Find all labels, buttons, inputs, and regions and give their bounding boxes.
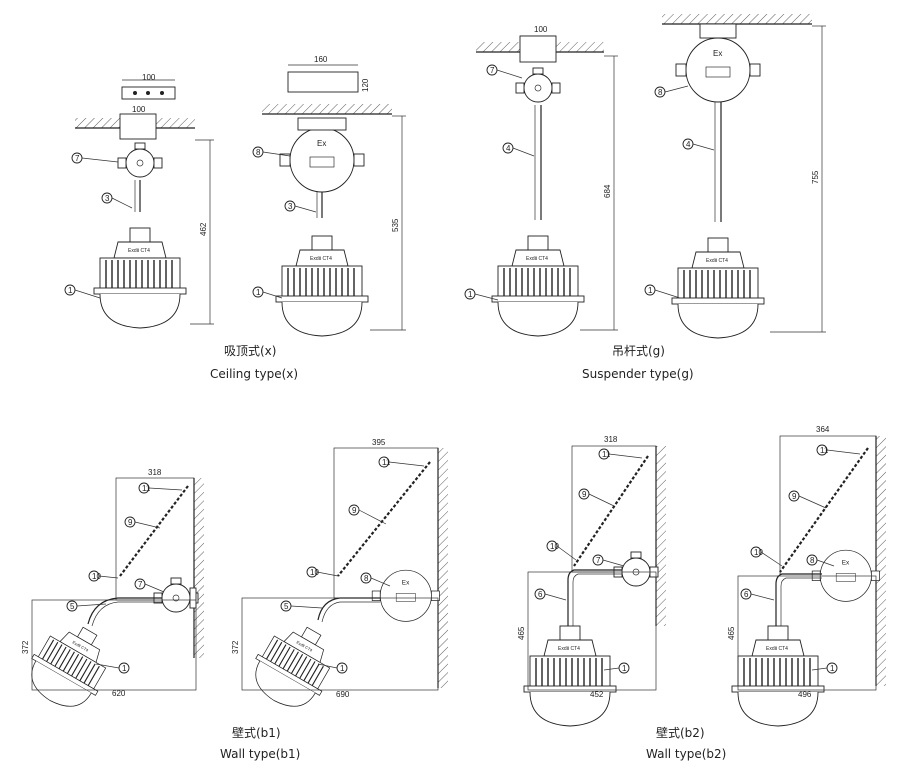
dim-b2a-top: 318 [604, 435, 618, 444]
part-label-3: 3 [105, 194, 110, 203]
part-label-11g: 11 [602, 450, 611, 459]
caption-ceiling-en: Ceiling type(x) [210, 367, 298, 381]
part-label-10g: 10 [550, 542, 559, 551]
caption-suspender-cn: 吊杆式(g) [612, 344, 665, 358]
part-label-5: 5 [70, 602, 75, 611]
dim-susp-small-height: 684 [603, 184, 612, 198]
part-label-1h: 1 [830, 664, 835, 673]
dim-ceiling-small-top: 100 [142, 73, 156, 82]
caption-wall-b2-en: Wall type(b2) [646, 747, 726, 761]
wall-type-b1-large-diagram: 395 372 690 11 9 10 8 5 1 [231, 438, 448, 720]
part-label-1: 1 [68, 286, 73, 295]
part-label-9: 9 [128, 518, 133, 527]
part-label-9h: 9 [792, 492, 797, 501]
part-label-1d: 1 [648, 286, 653, 295]
part-label-5f: 5 [284, 602, 289, 611]
wall-type-b1-small-diagram: 318 372 620 11 9 10 7 5 1 [17, 468, 204, 720]
dim-b2a-height: 465 [517, 626, 526, 640]
part-label-4: 4 [506, 144, 511, 153]
suspender-type-large-diagram: 755 8 4 1 [644, 14, 826, 339]
part-label-10: 10 [92, 572, 101, 581]
wall-type-b2-large-diagram: 364 465 496 11 9 10 8 6 1 [727, 425, 886, 727]
dim-b1a-height: 372 [21, 640, 30, 654]
dim-b1a-width: 620 [112, 689, 126, 698]
dim-b1b-height: 372 [231, 640, 240, 654]
dim-b1b-width: 690 [336, 690, 350, 699]
wall-type-b2-small-diagram: 318 465 452 11 9 10 7 6 1 [517, 435, 666, 727]
part-label-9g: 9 [582, 490, 587, 499]
dim-b1a-top: 318 [148, 468, 162, 477]
suspender-type-small-diagram: 100 684 7 4 1 [464, 25, 618, 337]
dim-susp-small-top: 100 [534, 25, 548, 34]
part-label-1b: 1 [256, 288, 261, 297]
ceiling-type-large-diagram: 160 120 535 8 3 1 [252, 55, 406, 337]
dim-b2b-width: 496 [798, 690, 812, 699]
dim-ceiling-large-top: 160 [314, 55, 328, 64]
dim-b2b-height: 465 [727, 626, 736, 640]
caption-wall-b1-cn: 壁式(b1) [232, 725, 281, 740]
caption-wall-b2-cn: 壁式(b2) [656, 725, 705, 740]
caption-ceiling-cn: 吸顶式(x) [224, 344, 276, 358]
part-label-7c: 7 [490, 66, 495, 75]
dim-susp-large-height: 755 [811, 170, 820, 184]
part-label-8h: 8 [810, 556, 815, 565]
caption-suspender-en: Suspender type(g) [582, 367, 694, 381]
part-label-4d: 4 [686, 140, 691, 149]
dim-b1b-top: 395 [372, 438, 386, 447]
part-label-10h: 10 [754, 548, 763, 557]
dim-ceiling-large-side: 120 [361, 78, 370, 92]
part-label-10f: 10 [310, 568, 319, 577]
part-label-3b: 3 [288, 202, 293, 211]
part-label-7e: 7 [138, 580, 143, 589]
dim-b2a-width: 452 [590, 690, 604, 699]
dim-ceiling-small-height: 462 [199, 222, 208, 236]
part-label-1g: 1 [622, 664, 627, 673]
part-label-9f: 9 [352, 506, 357, 515]
part-label-1f: 1 [340, 664, 345, 673]
part-label-8: 8 [256, 148, 261, 157]
dim-ceiling-large-height: 535 [391, 218, 400, 232]
dim-ceiling-small-mount: 100 [132, 105, 146, 114]
part-label-1e: 1 [122, 664, 127, 673]
part-label-1c: 1 [468, 290, 473, 299]
part-label-6h: 6 [744, 590, 749, 599]
part-label-11f: 11 [382, 458, 391, 467]
part-label-6g: 6 [538, 590, 543, 599]
part-label-7: 7 [75, 154, 80, 163]
part-label-8f: 8 [364, 574, 369, 583]
part-label-11h: 11 [820, 446, 829, 455]
dim-b2b-top: 364 [816, 425, 830, 434]
part-label-11: 11 [142, 484, 151, 493]
part-label-8d: 8 [658, 88, 663, 97]
part-label-7g: 7 [596, 556, 601, 565]
ceiling-type-small-diagram: 100 100 462 7 3 1 [64, 73, 214, 329]
caption-wall-b1-en: Wall type(b1) [220, 747, 300, 761]
